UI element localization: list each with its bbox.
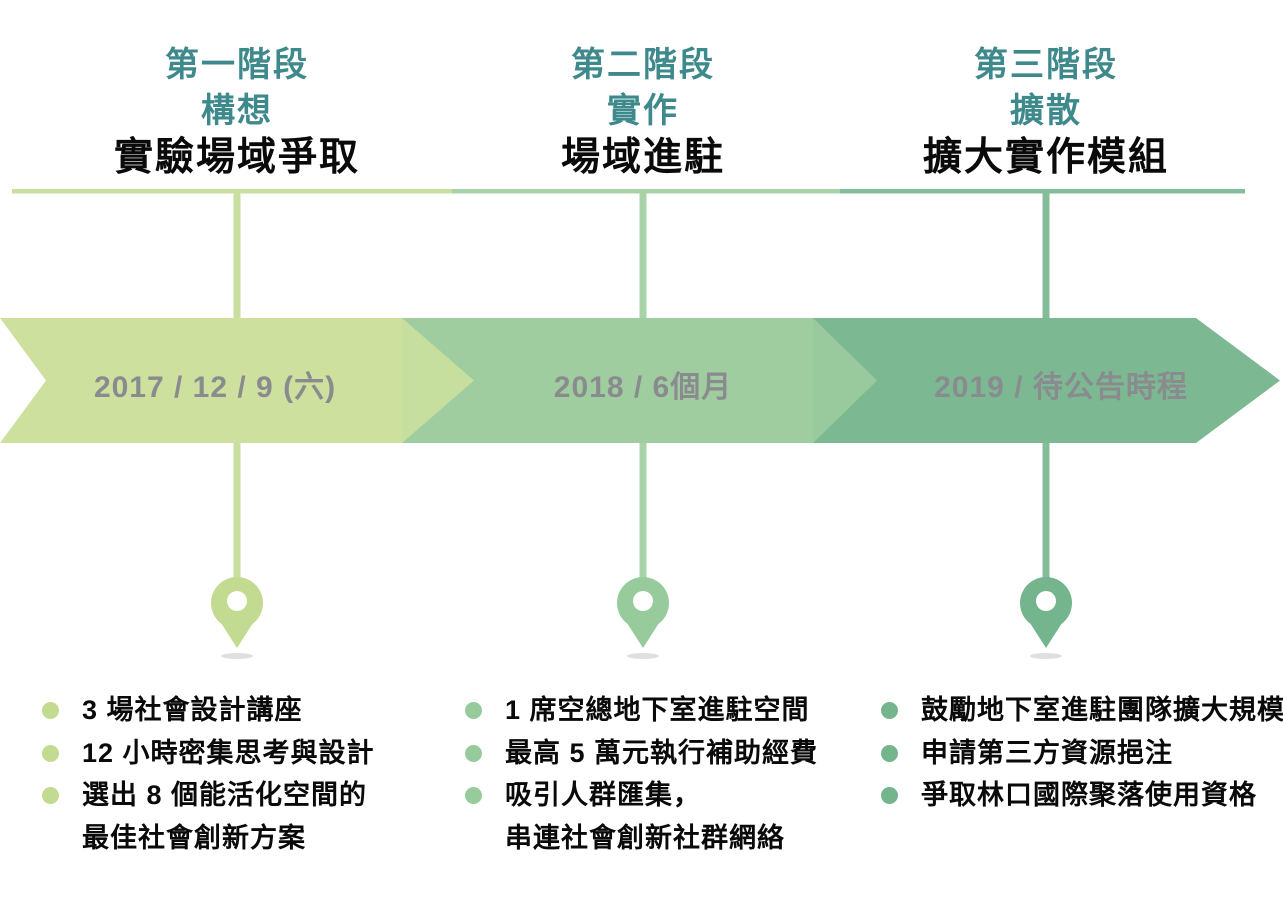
phase1-pin-shadow	[221, 653, 253, 659]
phase2-header: 第二階段 實作 場域進駐	[428, 42, 858, 182]
bullet-dot-icon	[881, 787, 898, 804]
phase1-stage-title: 第一階段	[165, 46, 309, 84]
phase2-keyword: 實作	[607, 92, 679, 130]
phase2-bullet-list: 1 席空總地下室進駐空間 最高 5 萬元執行補助經費 吸引人群匯集， 串連社會創…	[465, 689, 818, 859]
timeline-rule-segment-2	[452, 189, 840, 194]
bullet-dot-icon	[42, 744, 59, 762]
bullet-text: 爭取林口國際聚落使用資格	[921, 780, 1257, 810]
bullet-text: 1 席空總地下室進駐空間	[505, 695, 810, 725]
list-item: 1 席空總地下室進駐空間	[465, 689, 818, 732]
phase3-banner-label: 2019 / 待公告時程	[934, 371, 1188, 404]
list-item: 最高 5 萬元執行補助經費	[465, 732, 818, 775]
list-item-continuation: 串連社會創新社群網絡	[505, 817, 818, 860]
bullet-text: 申請第三方資源挹注	[921, 737, 1173, 768]
phase3-keyword: 擴散	[1010, 92, 1082, 130]
phase3-arrow-tip	[1196, 318, 1280, 443]
bullet-text: 鼓勵地下室進駐團隊擴大規模	[921, 695, 1283, 725]
phase1-header: 第一階段 構想 實驗場域爭取	[22, 42, 452, 182]
phase2-pin-icon	[617, 577, 669, 659]
phase1-bullet-list: 3 場社會設計講座 12 小時密集思考與設計 選出 8 個能活化空間的 最佳社會…	[42, 689, 375, 859]
timeline-rule-segment-3	[840, 189, 1245, 194]
phase1-arrow-tip	[402, 318, 474, 443]
timeline-rule-segment-1	[12, 189, 452, 194]
list-item: 選出 8 個能活化空間的	[42, 774, 375, 817]
bullet-text: 最高 5 萬元執行補助經費	[505, 737, 819, 768]
bullet-dot-icon	[465, 787, 482, 804]
list-item: 3 場社會設計講座	[42, 689, 375, 732]
phase1-subtitle: 實驗場域爭取	[113, 136, 360, 179]
phase1-pin-icon	[211, 577, 263, 659]
list-item-continuation: 最佳社會創新方案	[82, 817, 375, 860]
list-item: 吸引人群匯集，	[465, 774, 818, 817]
bullet-dot-icon	[881, 702, 898, 719]
phase2-stage-title: 第二階段	[571, 46, 715, 84]
bullet-text: 最佳社會創新方案	[82, 822, 306, 853]
bullet-dot-icon	[465, 702, 482, 719]
bullet-dot-icon	[42, 787, 59, 804]
bullet-text: 12 小時密集思考與設計	[82, 737, 375, 768]
bullet-text: 選出 8 個能活化空間的	[82, 780, 368, 810]
list-item: 鼓勵地下室進駐團隊擴大規模	[881, 689, 1283, 732]
phase3-pin-shadow	[1030, 653, 1062, 659]
phase2-banner-label: 2018 / 6個月	[553, 371, 733, 404]
phase3-stage-title: 第三階段	[974, 46, 1118, 84]
bullet-dot-icon	[42, 702, 59, 719]
phase3-subtitle: 擴大實作模組	[922, 136, 1169, 179]
phase2-pin-shadow	[627, 653, 659, 659]
phase3-pin-icon	[1020, 577, 1072, 659]
list-item: 12 小時密集思考與設計	[42, 732, 375, 775]
phase2-subtitle: 場域進駐	[560, 136, 725, 179]
phase3-bullet-list: 鼓勵地下室進駐團隊擴大規模 申請第三方資源挹注 爭取林口國際聚落使用資格	[881, 689, 1283, 817]
bullet-dot-icon	[465, 744, 482, 762]
phase1-keyword: 構想	[201, 92, 273, 130]
phase2-arrow-tip	[813, 318, 877, 443]
bullet-text: 3 場社會設計講座	[82, 695, 303, 725]
list-item: 爭取林口國際聚落使用資格	[881, 774, 1283, 817]
bullet-text: 吸引人群匯集，	[505, 780, 701, 810]
bullet-text: 串連社會創新社群網絡	[505, 822, 785, 853]
list-item: 申請第三方資源挹注	[881, 732, 1283, 775]
phase1-banner-label: 2017 / 12 / 9 (六)	[93, 371, 337, 404]
phase3-header: 第三階段 擴散 擴大實作模組	[831, 42, 1261, 182]
bullet-dot-icon	[881, 744, 898, 762]
phase1-band-shape	[0, 318, 402, 443]
